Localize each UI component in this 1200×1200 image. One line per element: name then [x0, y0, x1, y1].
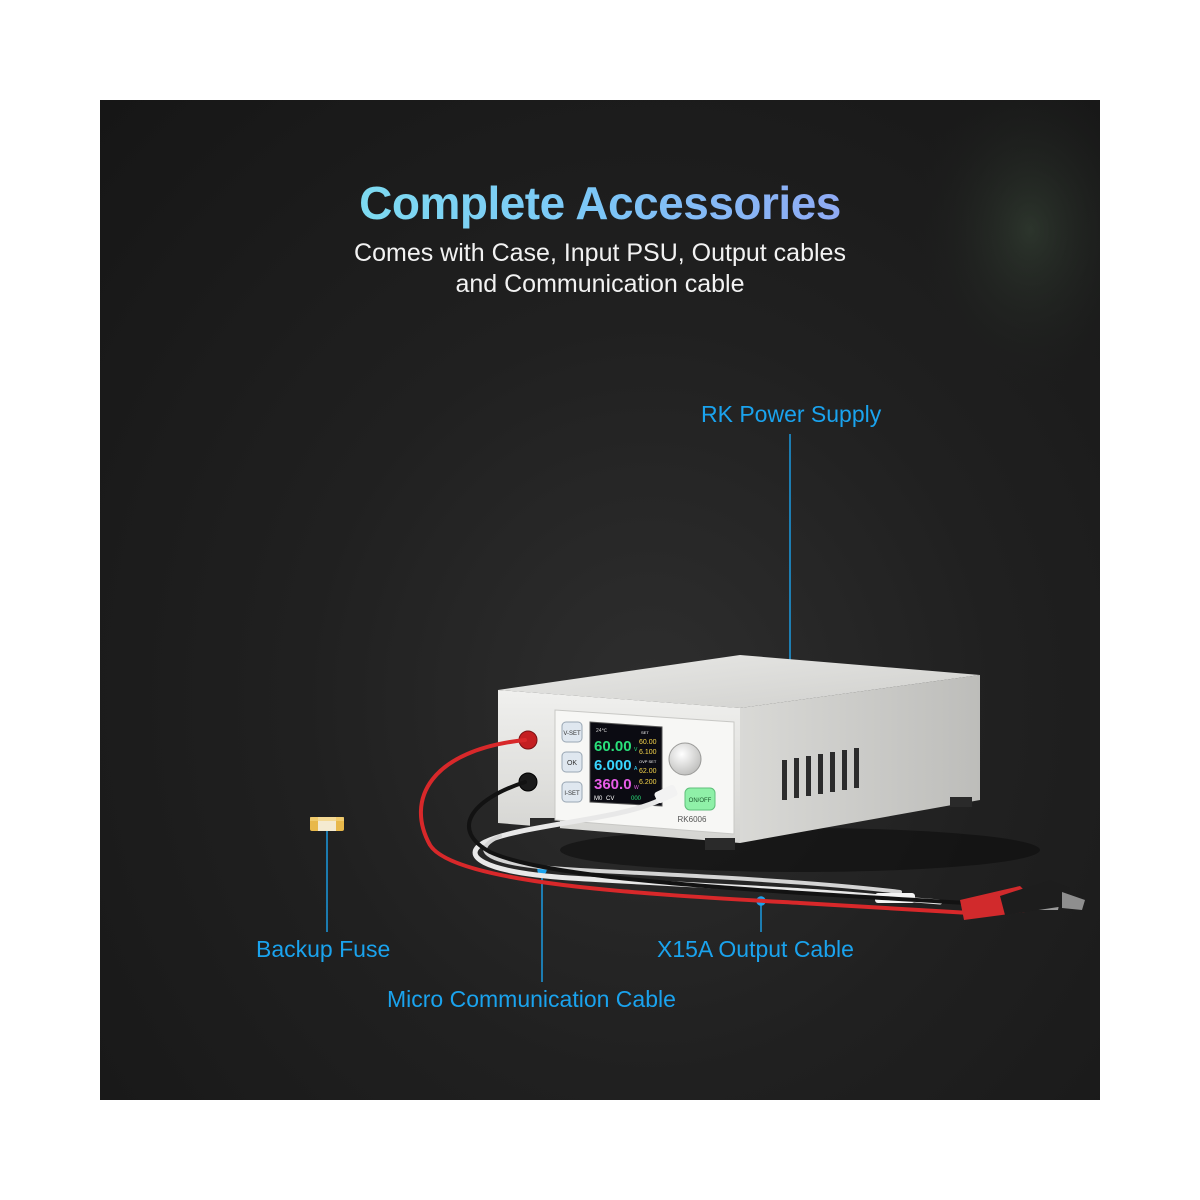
x15a-output-cable-red — [419, 738, 972, 915]
label-backup-fuse: Backup Fuse — [256, 936, 391, 962]
page-subtitle: Comes with Case, Input PSU, Output cable… — [100, 238, 1100, 300]
device-foot — [530, 818, 560, 828]
screen-energy: 000 — [631, 796, 642, 802]
device-foot — [705, 838, 735, 850]
v-set-button[interactable] — [561, 721, 583, 743]
screen-set-tag: SET — [641, 730, 649, 735]
side-vents — [782, 748, 859, 800]
model-label: RK6006 — [678, 815, 707, 824]
screen-temp: 24℃ — [596, 728, 608, 734]
device-top — [498, 655, 980, 708]
black-clip-jaw — [1062, 892, 1085, 910]
on-off-button[interactable] — [684, 787, 716, 811]
device-foot — [950, 797, 972, 807]
ok-label: OK — [567, 760, 577, 767]
label-rk-power-supply: RK Power Supply — [701, 401, 882, 427]
background-plant — [910, 100, 1100, 400]
screen-voltage-unit: V — [634, 747, 638, 753]
screen-mode-cv: CV — [606, 796, 614, 802]
micro-usb-connector — [654, 784, 678, 804]
subtitle-line-1: Comes with Case, Input PSU, Output cable… — [354, 239, 846, 267]
i-set-button[interactable] — [561, 781, 583, 803]
screen-set-voltage: 60.00 — [639, 739, 657, 746]
black-alligator-clip — [1000, 880, 1070, 915]
device-shadow — [560, 828, 1040, 872]
lcd-screen — [589, 721, 663, 807]
screen-ocp-current: 6.200 — [639, 779, 657, 786]
rk-power-supply: V-SET OK I-SET ON/OFF RK6006 24℃ 60.00 V… — [498, 655, 980, 850]
screen-ovp-voltage: 62.00 — [639, 768, 657, 775]
label-micro-communication-cable: Micro Communication Cable — [387, 986, 676, 1012]
screen-set-current: 6.100 — [639, 749, 657, 756]
v-set-label: V-SET — [563, 731, 581, 737]
screen-power-unit: W — [634, 785, 639, 791]
ok-button[interactable] — [561, 751, 583, 773]
product-scene: V-SET OK I-SET ON/OFF RK6006 24℃ 60.00 V… — [310, 100, 1100, 982]
screen-ovp-tag: OVP SET — [639, 759, 657, 764]
screen-current-unit: A — [634, 766, 638, 772]
screen-mode-m: M0 — [594, 796, 603, 802]
x15a-output-cable-black — [467, 780, 1002, 907]
i-set-label: I-SET — [564, 791, 580, 797]
screen-power: 360.0 — [594, 776, 632, 793]
label-x15a-output-cable: X15A Output Cable — [657, 936, 854, 962]
on-off-label: ON/OFF — [689, 798, 712, 804]
subtitle-line-2: and Communication cable — [455, 270, 745, 298]
backup-fuse — [310, 817, 344, 831]
screen-voltage: 60.00 — [594, 738, 632, 755]
product-canvas: V-SET OK I-SET ON/OFF RK6006 24℃ 60.00 V… — [100, 100, 1100, 1100]
rotary-knob[interactable] — [668, 742, 702, 776]
screen-current: 6.000 — [594, 757, 632, 774]
device-side — [740, 675, 980, 843]
page-title: Complete Accessories — [100, 176, 1100, 230]
